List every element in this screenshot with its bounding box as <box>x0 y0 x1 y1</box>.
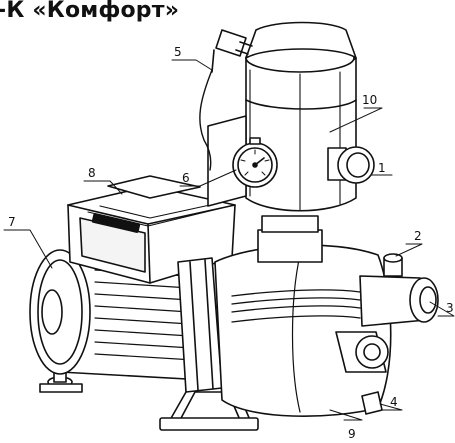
callout-labels: 1 2 3 4 5 6 7 8 9 10 <box>8 45 454 441</box>
terminal-box <box>67 175 236 284</box>
callout-7: 7 <box>8 215 16 229</box>
leader-lines <box>3 59 455 421</box>
power-cable <box>199 29 253 171</box>
callout-5: 5 <box>174 45 182 59</box>
pressure-gauge <box>232 137 278 188</box>
diagram-title: -К «Комфорт» <box>0 0 180 23</box>
electric-motor <box>29 249 206 381</box>
callout-10: 10 <box>362 93 377 107</box>
filler-plug <box>383 253 403 277</box>
callout-2: 2 <box>414 229 422 243</box>
pump-housing <box>214 244 392 417</box>
callout-1: 1 <box>378 161 386 175</box>
callout-6: 6 <box>182 171 190 185</box>
callout-9: 9 <box>348 427 356 441</box>
drain-assembly <box>335 331 389 415</box>
inlet-port <box>359 275 439 327</box>
callout-8: 8 <box>88 166 96 180</box>
callout-3: 3 <box>446 301 454 315</box>
callout-4: 4 <box>390 395 398 409</box>
